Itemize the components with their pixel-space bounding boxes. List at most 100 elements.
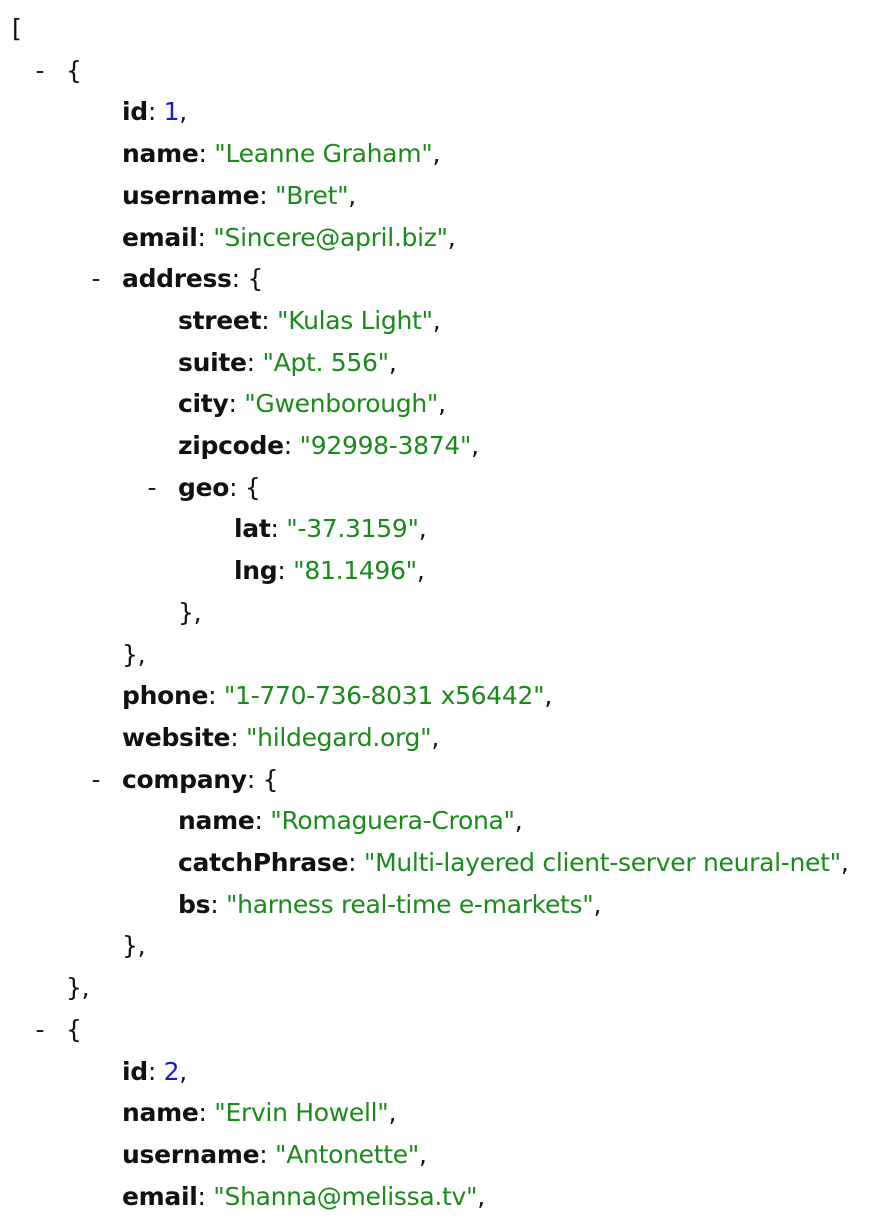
json-punctuation: : [197,1181,214,1211]
json-punctuation: : [230,722,246,752]
json-key: id [122,1056,148,1086]
json-string-value: "Bret" [275,180,349,210]
json-punctuation: , [438,389,446,419]
json-line-text: { [66,50,82,92]
json-punctuation: , [348,180,356,210]
json-punctuation: : { [231,264,264,294]
json-punctuation: , [432,139,441,169]
json-string-value: "Ervin Howell" [214,1098,389,1128]
json-line-text: name: "Romaguera-Crona", [178,800,523,842]
json-line-text: email: "Sincere@april.biz", [122,217,456,259]
json-line-text: username: "Antonette", [122,1134,427,1176]
json-key: website [122,722,231,752]
json-string-value: "92998-3874" [299,431,472,460]
json-punctuation: , [840,848,849,877]
json-punctuation: , [179,1056,187,1086]
json-key: name [178,806,255,836]
json-key: city [178,389,229,419]
json-key: bs [178,889,211,919]
json-punctuation: , [447,222,456,252]
json-line-text: bs: "harness real-time e-markets", [178,884,601,926]
json-string-value: "Kulas Light" [277,305,433,335]
json-punctuation: : [210,889,226,919]
json-line-text: street: "Kulas Light", [178,300,441,342]
json-key: lng [234,556,278,586]
json-punctuation: : [259,180,276,210]
json-number-value: 2 [163,1056,180,1086]
json-string-value: "Gwenborough" [244,389,439,419]
json-string-value: "81.1496" [293,556,417,586]
json-string-value: "hildegard.org" [245,722,432,752]
json-key: id [122,97,148,127]
json-line-text: city: "Gwenborough", [178,383,446,425]
json-line-text: lng: "81.1496", [234,550,425,592]
json-line-text: }, [66,967,90,1009]
json-key: street [178,305,262,335]
json-key: suite [178,347,247,377]
json-punctuation: : { [246,764,279,794]
collapse-toggle[interactable]: - [91,764,101,794]
collapse-toggle[interactable]: - [35,1014,45,1044]
json-key: lat [234,514,271,544]
json-line-text: address: { [122,258,263,300]
json-punctuation: , [419,1139,427,1169]
json-line-text: geo: { [178,467,261,509]
json-key: email [122,222,198,252]
json-key: name [122,139,199,169]
json-punctuation: : [246,347,263,377]
json-line-text: username: "Bret", [122,175,356,217]
json-number-value: 1 [163,97,180,127]
json-key: zipcode [178,431,284,460]
json-line-text: website: "hildegard.org", [122,717,439,759]
json-punctuation: : [228,389,245,419]
json-key: phone [122,681,209,711]
json-punctuation: { [66,55,82,85]
json-string-value: "Sincere@april.biz" [213,222,448,252]
json-punctuation: : [208,681,224,711]
json-line-text: name: "Ervin Howell", [122,1092,396,1134]
json-punctuation: , [477,1181,485,1211]
json-punctuation: : [261,305,278,335]
json-string-value: "Multi-layered client-server neural-net" [363,848,841,877]
json-punctuation: : [147,97,164,127]
json-punctuation: : [283,431,300,460]
json-line-text: id: 2, [122,1051,187,1093]
json-string-value: "1-770-736-8031 x56442" [223,681,545,711]
json-punctuation: , [514,806,523,836]
collapse-toggle[interactable]: - [91,264,101,294]
json-punctuation: , [388,1098,397,1128]
collapse-toggle[interactable]: - [147,472,157,502]
json-string-value: "Antonette" [275,1139,419,1169]
json-line-text: lat: "-37.3159", [234,508,427,550]
json-line-text: { [66,1009,82,1051]
json-punctuation: }, [66,973,90,1003]
json-key: username [122,180,260,210]
json-line-text: id: 1, [122,91,187,133]
json-punctuation: : [147,1056,164,1086]
json-punctuation: : [198,1098,215,1128]
json-key: company [122,764,247,794]
json-string-value: "harness real-time e-markets" [225,889,594,919]
json-punctuation: : [348,848,364,877]
collapse-toggle[interactable]: - [35,55,45,85]
json-punctuation: : [254,806,271,836]
json-line-text: phone: "1-770-736-8031 x56442", [122,675,552,717]
json-punctuation: , [418,514,427,544]
json-punctuation: , [388,347,397,377]
json-punctuation: , [179,97,187,127]
json-key: catchPhrase [178,848,349,877]
json-punctuation: , [432,305,441,335]
json-punctuation: : [198,139,215,169]
json-line-text: suite: "Apt. 556", [178,342,397,384]
json-line-text: name: "Leanne Graham", [122,133,440,175]
json-string-value: "Leanne Graham" [214,139,433,169]
json-punctuation: : [277,556,294,586]
json-string-value: "-37.3159" [286,514,419,544]
json-punctuation: , [431,722,439,752]
json-punctuation: }, [122,931,146,961]
json-line-text: [ [12,8,22,50]
json-string-value: "Apt. 556" [262,347,389,377]
json-punctuation: }, [178,597,202,627]
json-punctuation: : { [229,472,261,502]
